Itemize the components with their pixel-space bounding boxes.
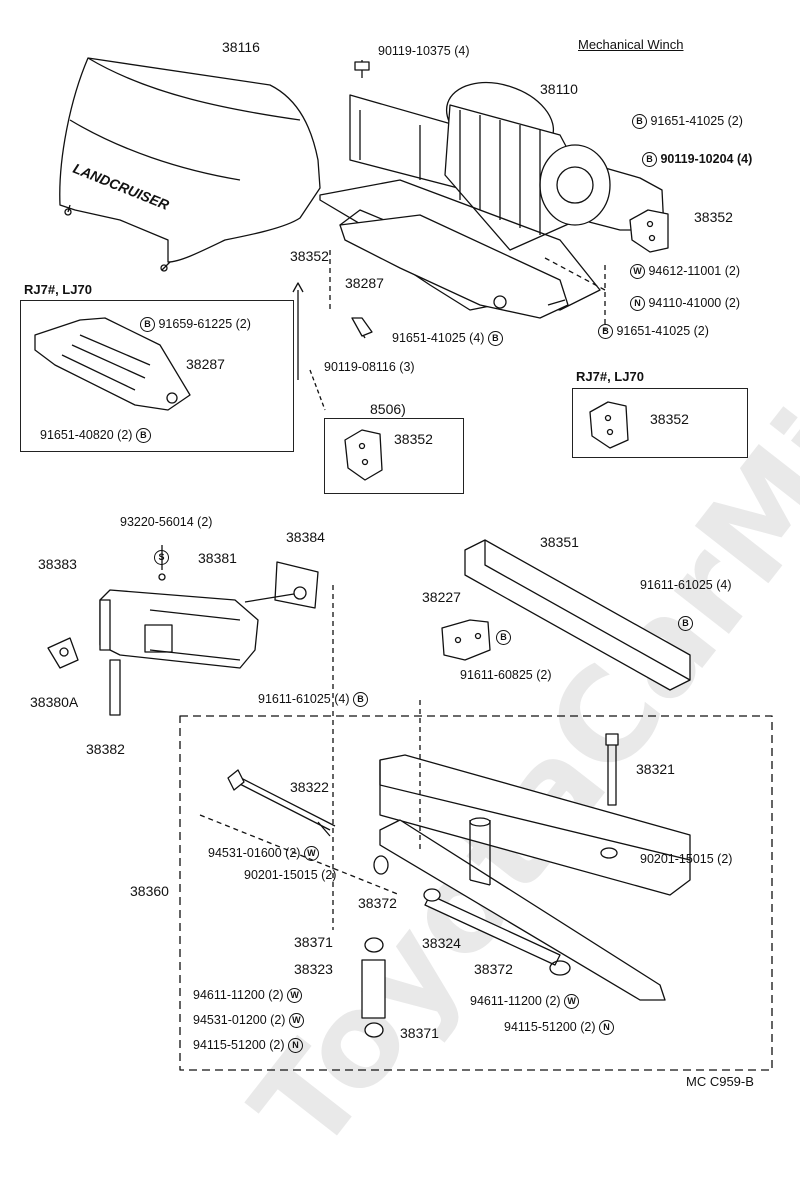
part-38352-box-right: 38352 <box>650 411 689 427</box>
part-91651-41025-top: B 91651-41025 (2) <box>632 114 743 130</box>
part-91651-41025-4: 91651-41025 (4) B <box>392 331 503 347</box>
part-94110-41000: N 94110-41000 (2) <box>630 296 740 312</box>
bolt-symbol-38227: B <box>496 630 511 646</box>
nut-symbol-icon: N <box>599 1020 614 1036</box>
part-91611-61025-lower: 91611-61025 (4) B <box>258 692 368 708</box>
bracket-right-box-drawing <box>589 401 629 449</box>
bracket-38352-drawing <box>629 209 669 253</box>
bolt-38321-drawing <box>605 733 619 806</box>
model-tag-right: RJ7#, LJ70 <box>576 369 644 384</box>
part-90119-10204: B 90119-10204 (4) <box>642 152 752 168</box>
variant-box-left <box>20 300 294 452</box>
winch-cover-drawing <box>59 57 321 272</box>
hitch-receiver-drawing <box>47 589 259 716</box>
washer-symbol-icon: W <box>303 846 319 862</box>
washer-symbol-icon: W <box>564 994 580 1010</box>
variant-box-middle <box>324 418 464 494</box>
plate-38384-drawing <box>244 561 319 609</box>
skid-plate-small-drawing <box>34 317 191 411</box>
part-38383: 38383 <box>38 556 77 572</box>
part-94531-01200: 94531-01200 (2) W <box>193 1013 304 1029</box>
winch-frame-drawing <box>379 754 691 1001</box>
part-38323: 38323 <box>294 961 333 977</box>
part-94115-51200-left: 94115-51200 (2) N <box>193 1038 303 1054</box>
part-94611-11200-left: 94611-11200 (2) W <box>193 988 303 1004</box>
parts-diagram: LANDCRUISER <box>34 57 773 1071</box>
winch-assembly-drawing <box>319 81 665 311</box>
part-38352-left: 38352 <box>290 248 329 264</box>
box-code-label: 8506) <box>370 401 406 417</box>
drawing-code: MC C959-B <box>686 1074 754 1089</box>
part-90201-15015-right: 90201-15015 (2) <box>640 852 733 866</box>
bolt-symbol-icon: B <box>678 616 693 632</box>
part-90201-15015-left: 90201-15015 (2) <box>244 868 337 882</box>
stud-symbol: S <box>154 550 169 566</box>
diagram-title: Mechanical Winch <box>578 37 684 52</box>
part-91611-60825: 91611-60825 (2) <box>460 668 552 682</box>
damper-38323-drawing <box>361 937 386 1038</box>
part-91651-40820: 91651-40820 (2) B <box>40 428 151 444</box>
part-90119-10375: 90119-10375 (4) <box>378 44 470 58</box>
part-38322: 38322 <box>290 779 329 795</box>
part-91611-61025-beam: 91611-61025 (4) <box>640 578 732 592</box>
bolt-symbol-icon: B <box>632 114 647 130</box>
part-93220-56014: 93220-56014 (2) <box>120 515 213 529</box>
beam-38351-drawing <box>464 539 691 691</box>
bolt-symbol-icon: B <box>642 152 657 168</box>
washer-left-drawing <box>373 855 389 875</box>
shaft-38324-drawing <box>423 888 561 966</box>
part-38372-lower: 38372 <box>474 961 513 977</box>
part-38371-lower: 38371 <box>400 1025 439 1041</box>
bolt-symbol-beam: B <box>678 616 693 632</box>
nut-symbol-icon: N <box>630 296 645 312</box>
part-38371-upper: 38371 <box>294 934 333 950</box>
part-38287-variant: 38287 <box>186 356 225 372</box>
bracket-small-drawing <box>344 429 383 481</box>
part-38372-upper: 38372 <box>358 895 397 911</box>
part-91651-41025-lower: B 91651-41025 (2) <box>598 324 709 340</box>
part-38352-right: 38352 <box>694 209 733 225</box>
bracket-38227-drawing <box>441 619 491 661</box>
washer-symbol-icon: W <box>630 264 645 280</box>
bolt-symbol-icon: B <box>353 692 368 708</box>
part-38381: 38381 <box>198 550 237 566</box>
part-38351: 38351 <box>540 534 579 550</box>
part-90119-08116: 90119-08116 (3) <box>324 360 415 374</box>
part-38380A: 38380A <box>30 694 79 710</box>
part-94611-11200-right: 94611-11200 (2) W <box>470 994 580 1010</box>
part-38324: 38324 <box>422 935 461 951</box>
part-38116: 38116 <box>222 39 260 55</box>
bolt-symbol-icon: B <box>135 428 151 444</box>
part-38360: 38360 <box>130 883 169 899</box>
bolt-symbol-icon: B <box>487 331 503 347</box>
variant-box-right <box>572 388 748 458</box>
stud-symbol-icon: S <box>154 550 169 566</box>
part-38382: 38382 <box>86 741 125 757</box>
part-38287-main: 38287 <box>345 275 384 291</box>
part-38384: 38384 <box>286 529 325 545</box>
bolt-symbol-icon: B <box>140 317 155 333</box>
bolt-symbol-icon: B <box>598 324 613 340</box>
part-38321: 38321 <box>636 761 675 777</box>
part-38110: 38110 <box>540 81 578 97</box>
part-94612-11001: W 94612-11001 (2) <box>630 264 740 280</box>
part-94531-01600: 94531-01600 (2) W <box>208 846 319 862</box>
bushing-lower-drawing <box>549 960 571 976</box>
model-tag-left: RJ7#, LJ70 <box>24 282 92 297</box>
skid-plate-drawing <box>339 214 569 319</box>
washer-right-drawing <box>600 847 618 859</box>
washer-symbol-icon: W <box>287 988 303 1004</box>
part-91659-61225: B 91659-61225 (2) <box>140 317 251 333</box>
bolt-38322-drawing <box>227 769 336 837</box>
nut-symbol-icon: N <box>288 1038 303 1054</box>
part-94115-51200-right: 94115-51200 (2) N <box>504 1020 614 1036</box>
bolt-symbol-icon: B <box>496 630 511 646</box>
part-38227: 38227 <box>422 589 461 605</box>
part-38352-box-mid: 38352 <box>394 431 433 447</box>
washer-symbol-icon: W <box>288 1013 304 1029</box>
